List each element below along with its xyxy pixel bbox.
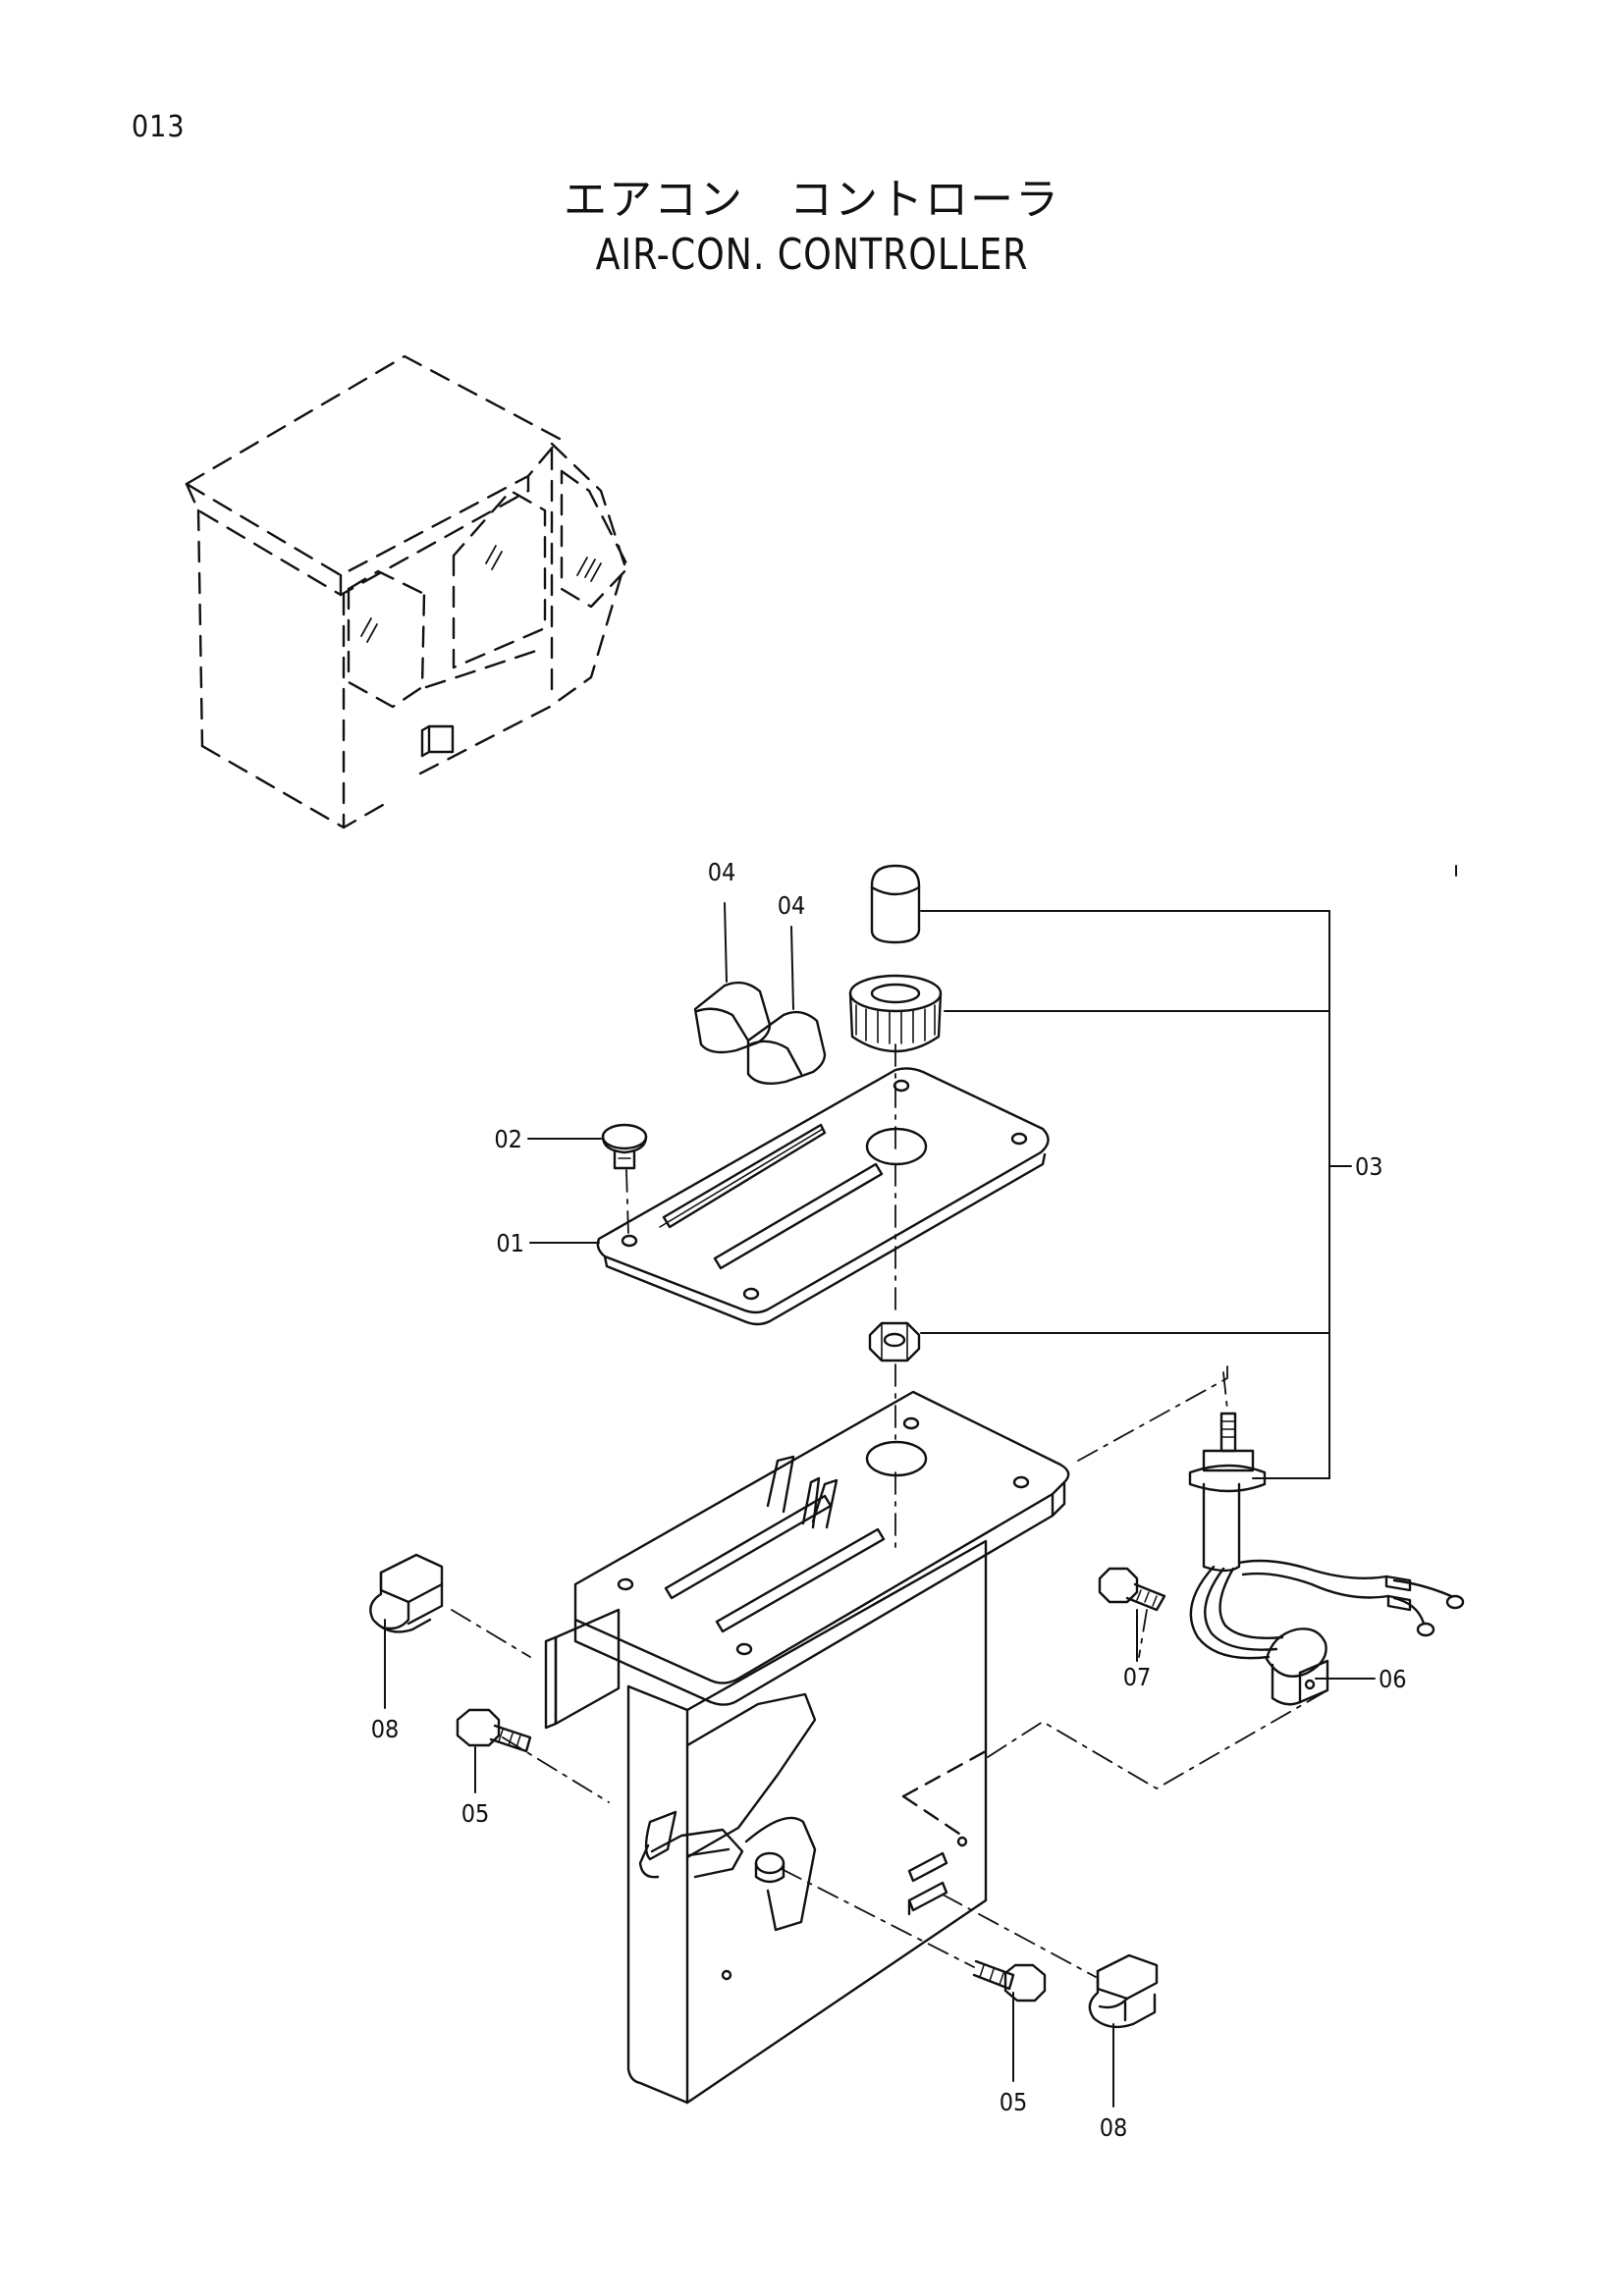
callout-07: 07 <box>1123 1663 1152 1691</box>
wire-clamp <box>1265 1628 1329 1706</box>
assembly-lines <box>451 1043 1328 1978</box>
screw-07 <box>1098 1567 1166 1612</box>
plug-02 <box>601 1123 648 1170</box>
switch-knob-left <box>693 981 772 1054</box>
callout-05a: 05 <box>461 1799 490 1828</box>
cab-outline <box>185 354 630 829</box>
callout-04b: 04 <box>778 891 806 920</box>
control-knob <box>848 974 943 1053</box>
callout-04a: 04 <box>708 858 736 886</box>
callout-08b: 08 <box>1100 2113 1128 2142</box>
title-block: エアコン コントローラ AIR-CON. CONTROLLER <box>0 173 1624 283</box>
callout-labels: 04 04 03 02 01 06 07 08 05 05 08 <box>371 858 1407 2142</box>
callout-08a: 08 <box>371 1715 400 1743</box>
callout-01: 01 <box>496 1229 524 1257</box>
callout-03: 03 <box>1355 1152 1383 1181</box>
clip-lower-right <box>1088 1953 1159 2029</box>
page-number: 013 <box>132 110 186 144</box>
leader-lines <box>384 902 1376 2108</box>
callout-02: 02 <box>494 1125 522 1153</box>
bolt-upper-left <box>456 1708 532 1753</box>
bolt-lower-right <box>972 1959 1047 2002</box>
controller-bracket <box>544 1390 1070 2105</box>
hidden-lines <box>901 1749 988 1838</box>
switch-knob-right <box>746 1010 827 1085</box>
title-japanese: エアコン コントローラ <box>564 175 1060 225</box>
cab-glass-hatch <box>360 545 602 643</box>
panel-plate <box>596 1067 1050 1326</box>
control-cap <box>870 864 921 944</box>
control-potentiometer <box>1188 1412 1465 1660</box>
title-english: AIR-CON. CONTROLLER <box>595 230 1029 280</box>
hex-nut <box>868 1321 921 1362</box>
clip-upper-left <box>369 1553 444 1633</box>
callout-06: 06 <box>1379 1665 1407 1693</box>
cab-controller-indicator <box>420 724 455 758</box>
callout-05b: 05 <box>1000 2088 1028 2116</box>
